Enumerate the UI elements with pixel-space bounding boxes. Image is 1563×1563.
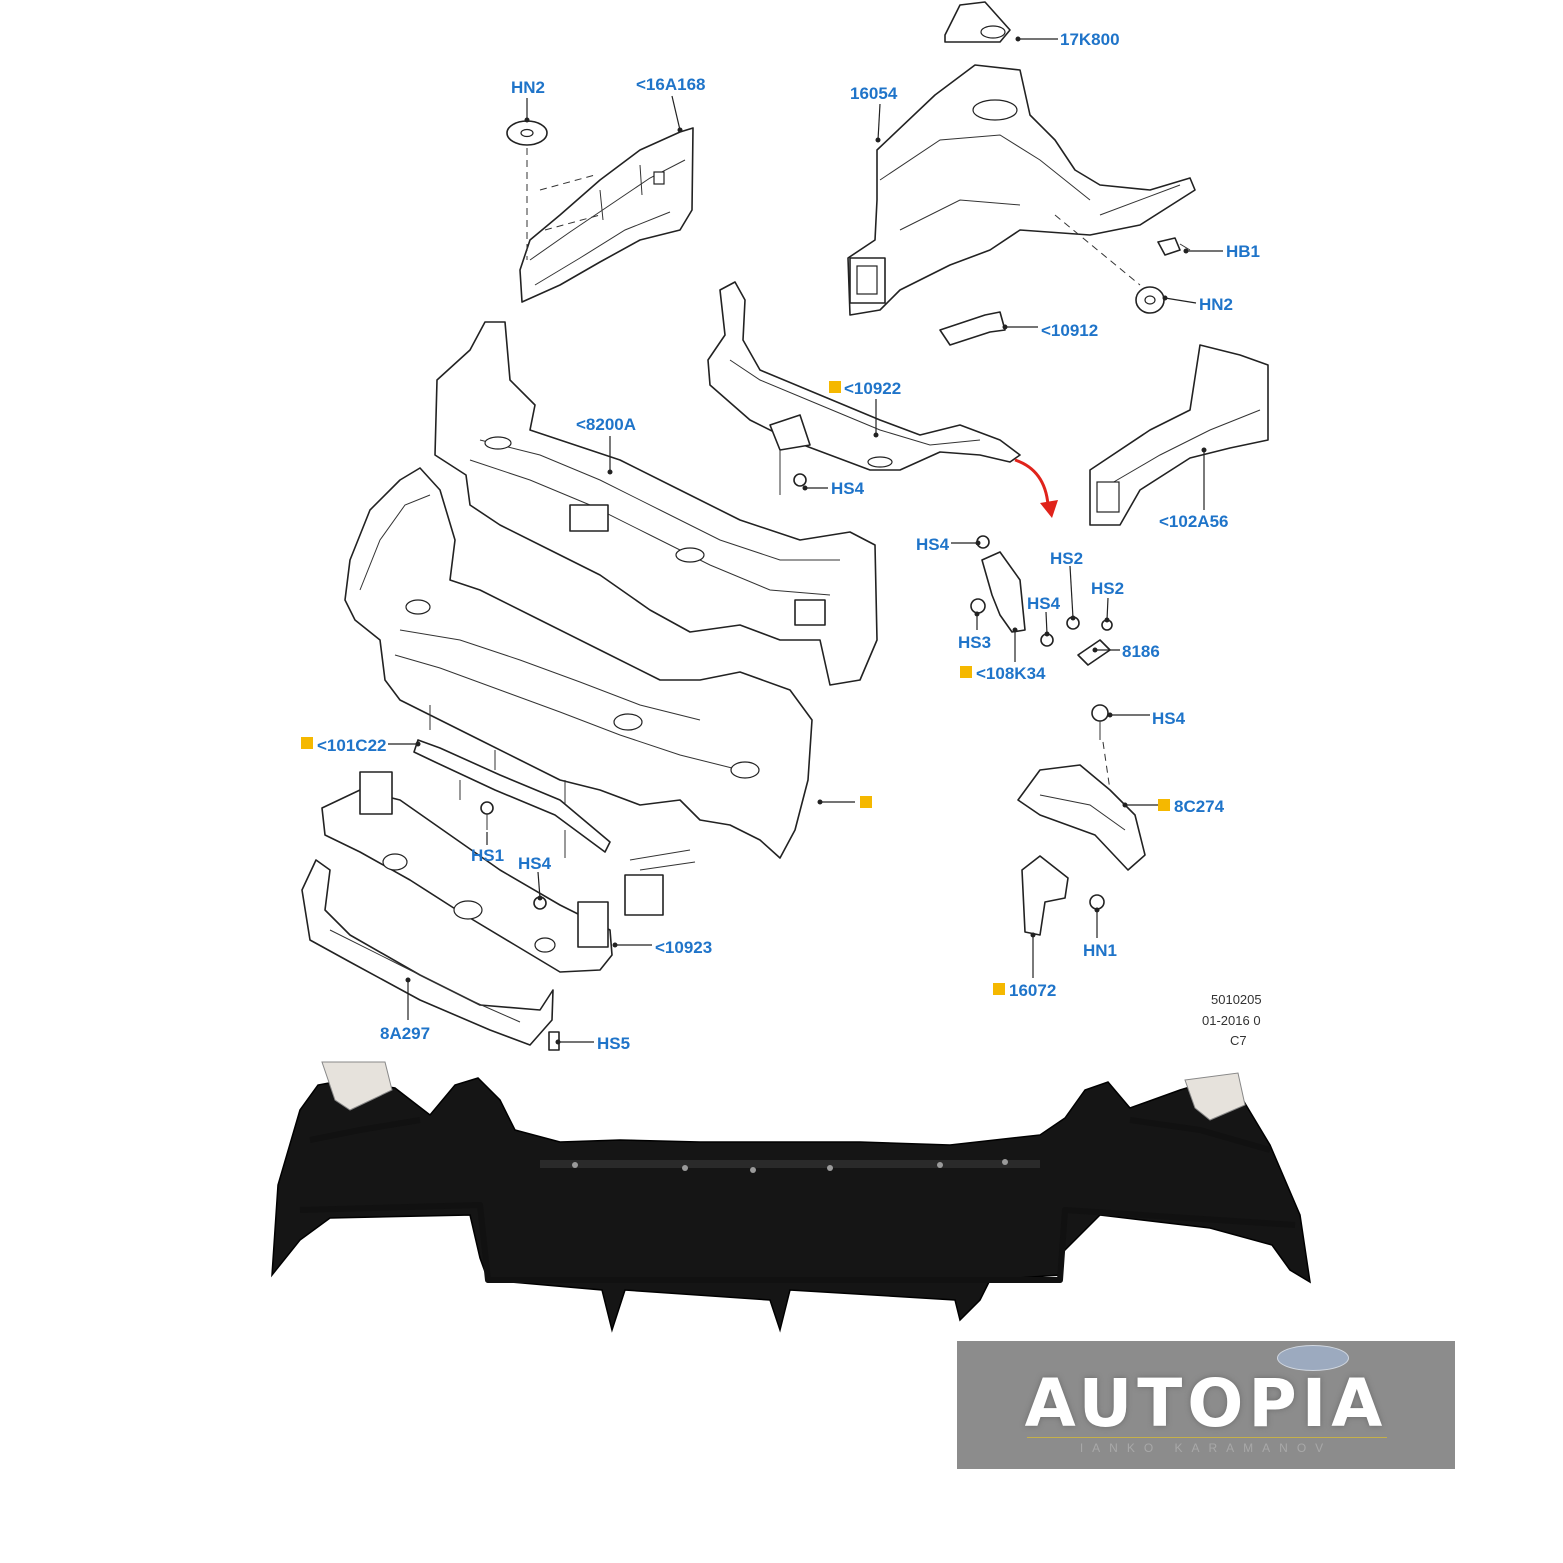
callout-10912: <10912 <box>1041 321 1098 340</box>
callout-8186: 8186 <box>1122 642 1160 661</box>
bracket-16072 <box>1021 855 1105 936</box>
bracket-8c274 <box>1017 704 1146 871</box>
fastener-hs1 <box>480 801 494 830</box>
callout-hn2-top: HN2 <box>511 78 545 97</box>
callout-17k800: 17K800 <box>1060 30 1120 49</box>
direction-arrow <box>1014 458 1058 518</box>
fastener-hs4-upper <box>793 473 807 487</box>
callout-101c22: <101C22 <box>317 736 386 755</box>
lower-grille-bar-101c22 <box>413 739 611 858</box>
callout-16054: 16054 <box>850 84 898 103</box>
radiator-support-photo <box>271 1061 1311 1333</box>
logo-subtitle: IANKO KARAMANOV <box>1079 1441 1333 1455</box>
bracket-108k34 <box>970 535 1113 666</box>
reference-code-line2: 01-2016 0 <box>1202 1013 1261 1028</box>
callout-hs4-d: HS4 <box>1152 709 1186 728</box>
callout-102a56: <102A56 <box>1159 512 1228 531</box>
reference-code-line3: C7 <box>1230 1033 1247 1048</box>
autopia-logo: AUTOPIA IANKO KARAMANOV <box>957 1341 1455 1469</box>
hb1-bolt <box>1157 237 1191 256</box>
callout-hs2-a: HS2 <box>1050 549 1083 568</box>
callout-8a297: 8A297 <box>380 1024 430 1043</box>
new-part-markers <box>301 381 1170 995</box>
callout-hn2-right: HN2 <box>1199 295 1233 314</box>
callout-10922: <10922 <box>844 379 901 398</box>
callout-hs4-b: HS4 <box>916 535 950 554</box>
callout-hs2-b: HS2 <box>1091 579 1124 598</box>
strut-tower-mount-part <box>944 1 1011 43</box>
reference-code-line1: 5010205 <box>1211 992 1262 1007</box>
fender-apron-part <box>519 127 694 303</box>
callout-8200a: <8200A <box>576 415 636 434</box>
logo-brand-text: AUTOPIA <box>1024 1365 1388 1442</box>
callout-hb1: HB1 <box>1226 242 1260 261</box>
upper-crossmember-10922 <box>707 281 1021 495</box>
ford-oval-icon <box>1277 1345 1349 1371</box>
callout-hs5: HS5 <box>597 1034 630 1053</box>
callout-hs4-c: HS4 <box>1027 594 1061 613</box>
assembly-path-hb1 <box>1054 214 1141 286</box>
callout-hs1: HS1 <box>471 846 504 865</box>
radiator-support-8200a <box>434 321 878 686</box>
assembly-path-hn2 <box>526 148 601 260</box>
front-end-carrier <box>344 467 813 859</box>
bracket-10912-part <box>939 311 1006 346</box>
callout-hs4-a: HS4 <box>831 479 865 498</box>
callout-hn1: HN1 <box>1083 941 1117 960</box>
callout-8c274: 8C274 <box>1174 797 1225 816</box>
bumper-beam-10923 <box>321 771 696 973</box>
assembly-path-hs4 <box>1102 741 1111 791</box>
leader-lines <box>388 36 1223 1045</box>
hn2-nut-top <box>506 120 548 146</box>
callout-16a168: <16A168 <box>636 75 705 94</box>
callout-hs3: HS3 <box>958 633 991 652</box>
rear-rail-102a56 <box>1089 344 1269 526</box>
callout-16072: 16072 <box>1009 981 1056 1000</box>
callout-10923: <10923 <box>655 938 712 957</box>
callout-108k34: <108K34 <box>976 664 1046 683</box>
logo-divider <box>1027 1437 1387 1438</box>
callout-hs4-e: HS4 <box>518 854 552 873</box>
lower-reinforcement-8a297 <box>301 859 554 1046</box>
hn2-nut-right <box>1135 286 1165 314</box>
front-side-member-part <box>847 64 1196 316</box>
